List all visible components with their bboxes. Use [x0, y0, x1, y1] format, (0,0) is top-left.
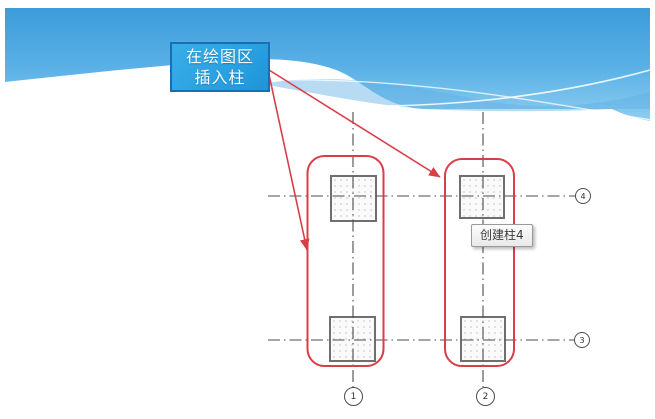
column-top-left[interactable] [330, 175, 377, 222]
wave-line-icon [257, 69, 651, 107]
column-bottom-right[interactable] [460, 316, 506, 362]
wave-line-icon [261, 78, 653, 121]
create-column-tooltip: 创建柱4 [471, 224, 533, 247]
callout-line-1: 在绘图区 [185, 47, 254, 66]
create-column-tooltip-label: 创建柱4 [480, 228, 524, 242]
callout-arrow-left [267, 69, 310, 251]
callout-line-2: 插入柱 [194, 68, 246, 87]
grid-bubble-3[interactable]: 3 [574, 332, 590, 348]
grid-bubble-4-label: 4 [580, 191, 586, 201]
sky-band-shape [5, 8, 650, 121]
column-bottom-left[interactable] [329, 316, 376, 362]
grid-bubble-3-label: 3 [579, 335, 585, 345]
callout-arrow-right [268, 69, 441, 178]
grid-bubble-1-label: 1 [350, 391, 357, 402]
grid-bubble-4[interactable]: 4 [575, 188, 591, 204]
callout-box: 在绘图区 插入柱 [170, 42, 270, 92]
grid-bubble-2[interactable]: 2 [476, 387, 495, 406]
grid-bubble-2-label: 2 [482, 391, 489, 402]
wave-swoosh-shape [262, 78, 650, 112]
grid-bubble-1[interactable]: 1 [344, 387, 363, 406]
column-top-right[interactable] [459, 175, 505, 219]
